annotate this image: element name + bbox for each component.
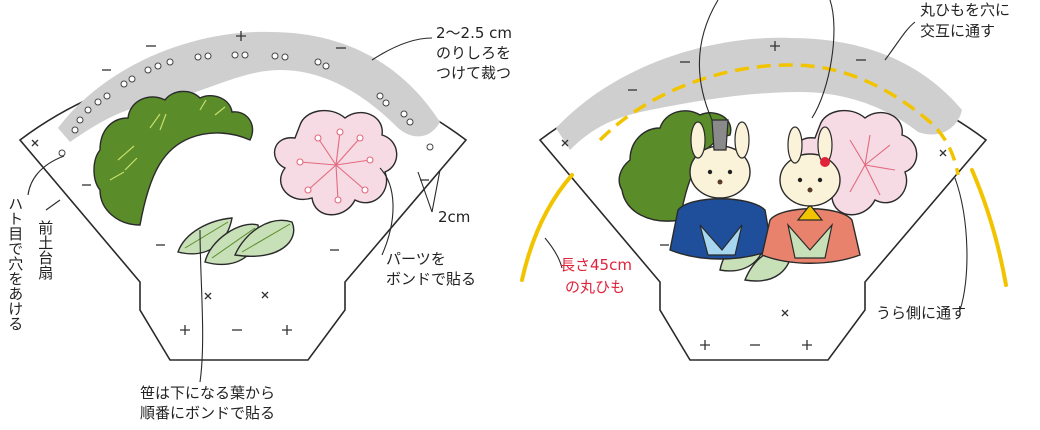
right-margin-band	[556, 37, 962, 150]
cord-length-line2: の丸ひも	[565, 278, 625, 296]
leaf-note-line2: 順番にボンドで貼る	[140, 404, 275, 422]
cord-note-line1: 丸ひもを穴に	[920, 1, 1010, 19]
margin-note-line1: 2〜2.5 cm	[436, 24, 512, 42]
cord-right-arm	[970, 168, 1008, 287]
left-grommet-holes	[58, 51, 434, 157]
right-leader-lines	[544, 0, 968, 311]
left-plum-stamens	[299, 131, 371, 201]
base-note: 前土台扇	[36, 220, 55, 280]
width-note: 2cm	[438, 208, 470, 226]
margin-note-line2: のりしろを	[436, 44, 511, 62]
cord-length-line1: 長さ45cm	[560, 256, 632, 274]
right-fan	[539, 37, 987, 361]
cord-note-line2: 交互に通す	[920, 22, 995, 40]
back-note: うら側に通す	[876, 304, 966, 322]
left-leader-lines	[27, 37, 441, 383]
left-marks	[31, 31, 429, 335]
left-margin-band	[58, 31, 440, 142]
margin-note-line3: つけて裁つ	[436, 64, 511, 82]
left-pine-needles	[109, 99, 226, 181]
leaf-note-line1: 笹は下になる葉から	[140, 384, 275, 402]
cord-left-arm	[520, 173, 574, 282]
parts-note-line2: ボンドで貼る	[386, 270, 476, 288]
emperor-doll	[669, 119, 773, 260]
left-pine	[93, 90, 254, 226]
parts-note-line1: パーツを	[386, 250, 446, 268]
empress-doll	[761, 126, 861, 264]
grommet-note: ハト目で穴をあける	[6, 196, 25, 331]
left-fan	[19, 31, 467, 361]
